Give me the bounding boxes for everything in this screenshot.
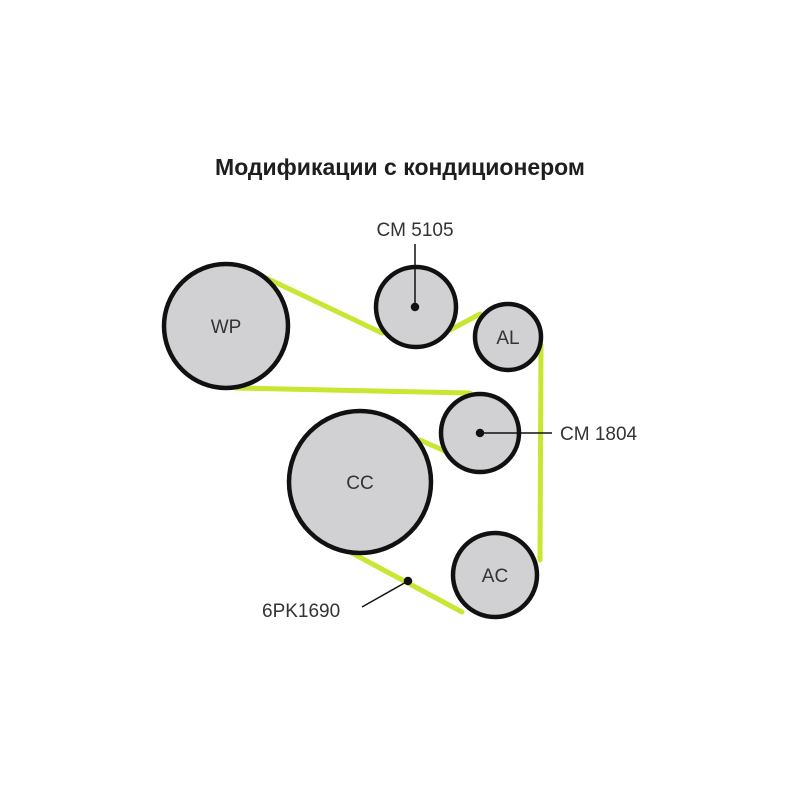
leader-line xyxy=(361,580,409,608)
pulley-al xyxy=(472,301,544,373)
pulley-ac xyxy=(450,530,540,620)
leader-dot xyxy=(475,428,485,438)
callout-belt xyxy=(361,576,413,608)
pulley-wp xyxy=(161,261,291,391)
belt-segment xyxy=(233,385,473,396)
diagram-title: Модификации с кондиционером xyxy=(215,154,585,180)
belt-segment xyxy=(447,311,483,333)
callout-label-cm5105: CM 5105 xyxy=(376,220,453,241)
callout-label-belt: 6PK1690 xyxy=(262,601,340,622)
leader-dot xyxy=(410,302,420,312)
label-al: AL xyxy=(496,328,519,349)
label-wp: WP xyxy=(211,317,242,338)
belt-segment xyxy=(537,342,544,563)
callout-cm5105 xyxy=(410,244,420,312)
label-ac: AC xyxy=(482,566,508,587)
leader-dot xyxy=(403,576,413,586)
pulley-cc xyxy=(286,408,434,556)
callout-label-cm1804: CM 1804 xyxy=(560,424,638,445)
callout-cm1804 xyxy=(475,428,552,438)
belt-segment xyxy=(259,273,385,336)
label-cc: CC xyxy=(346,473,373,494)
